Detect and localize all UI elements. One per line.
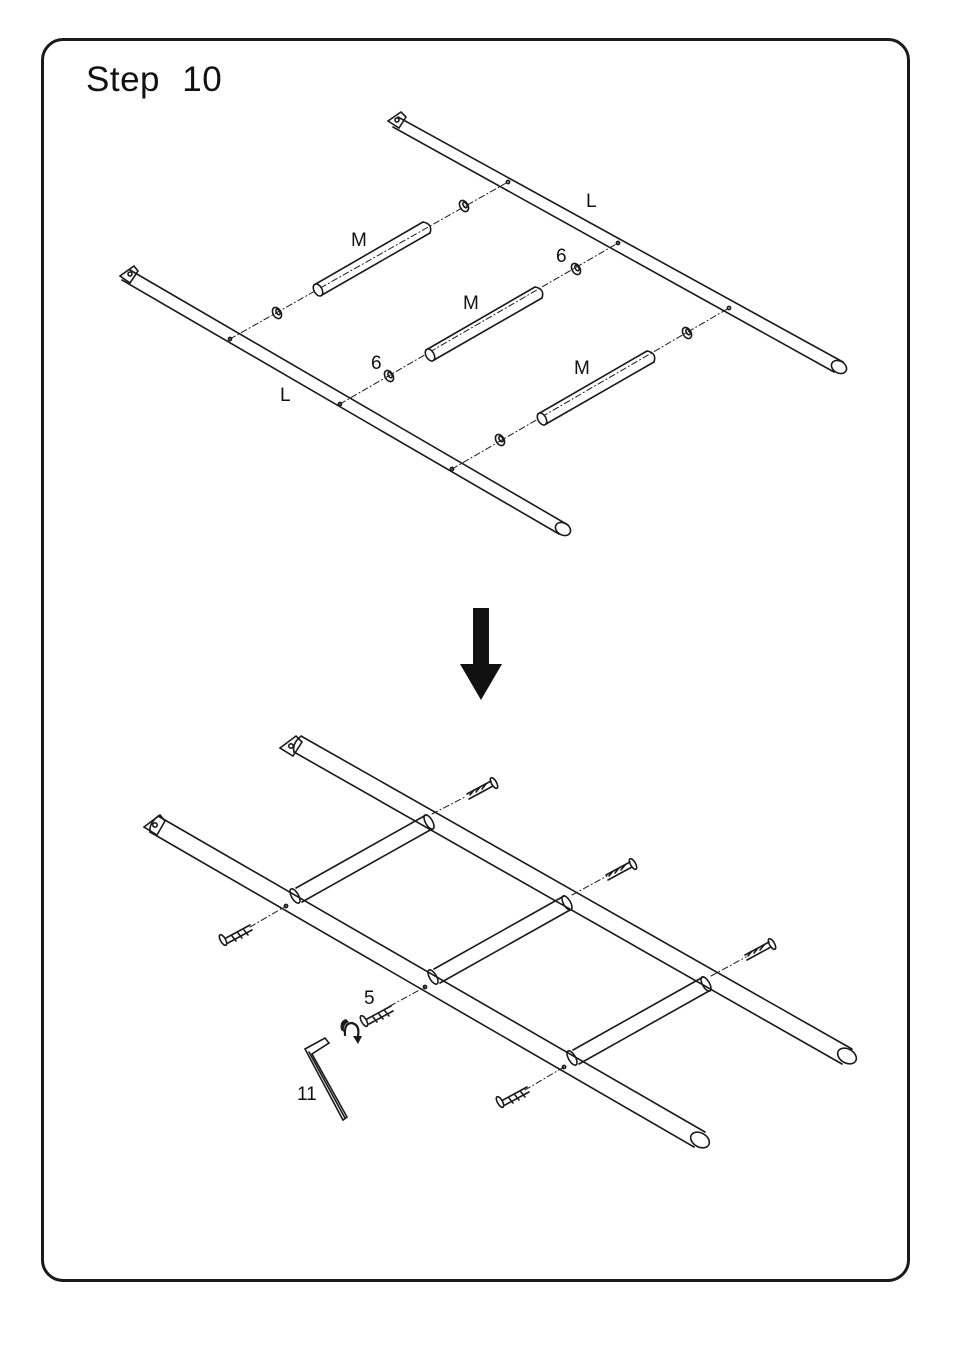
- label-rail-front: L: [280, 385, 291, 406]
- alignment-lines: [230, 182, 729, 469]
- label-rung-1: M: [351, 230, 367, 251]
- label-rail-back: L: [586, 191, 597, 212]
- rung-assembled-2: [426, 894, 574, 985]
- label-allen-key: 11: [297, 1084, 317, 1105]
- rung-m-3: [535, 351, 654, 427]
- rail-front-assembled: [144, 815, 712, 1151]
- rung-assembled-3: [565, 975, 713, 1066]
- label-washer-front: 6: [371, 353, 382, 374]
- screw: [495, 1087, 529, 1108]
- rotate-clockwise-icon: [341, 1019, 362, 1044]
- label-rung-2: M: [463, 293, 479, 314]
- label-washer-back: 6: [556, 246, 567, 267]
- screw: [359, 1006, 393, 1027]
- allen-key-icon: [305, 1038, 347, 1120]
- rail-l-front: [120, 266, 573, 538]
- screw: [218, 925, 252, 946]
- arrow-down-icon: [460, 608, 502, 700]
- screw: [467, 777, 499, 799]
- rung-m-2: [423, 287, 542, 363]
- screw: [606, 858, 638, 880]
- rung-assembled-1: [288, 813, 436, 904]
- label-screw: 5: [364, 988, 375, 1009]
- washer: [271, 199, 694, 447]
- label-rung-3: M: [574, 358, 590, 379]
- screw: [745, 938, 777, 960]
